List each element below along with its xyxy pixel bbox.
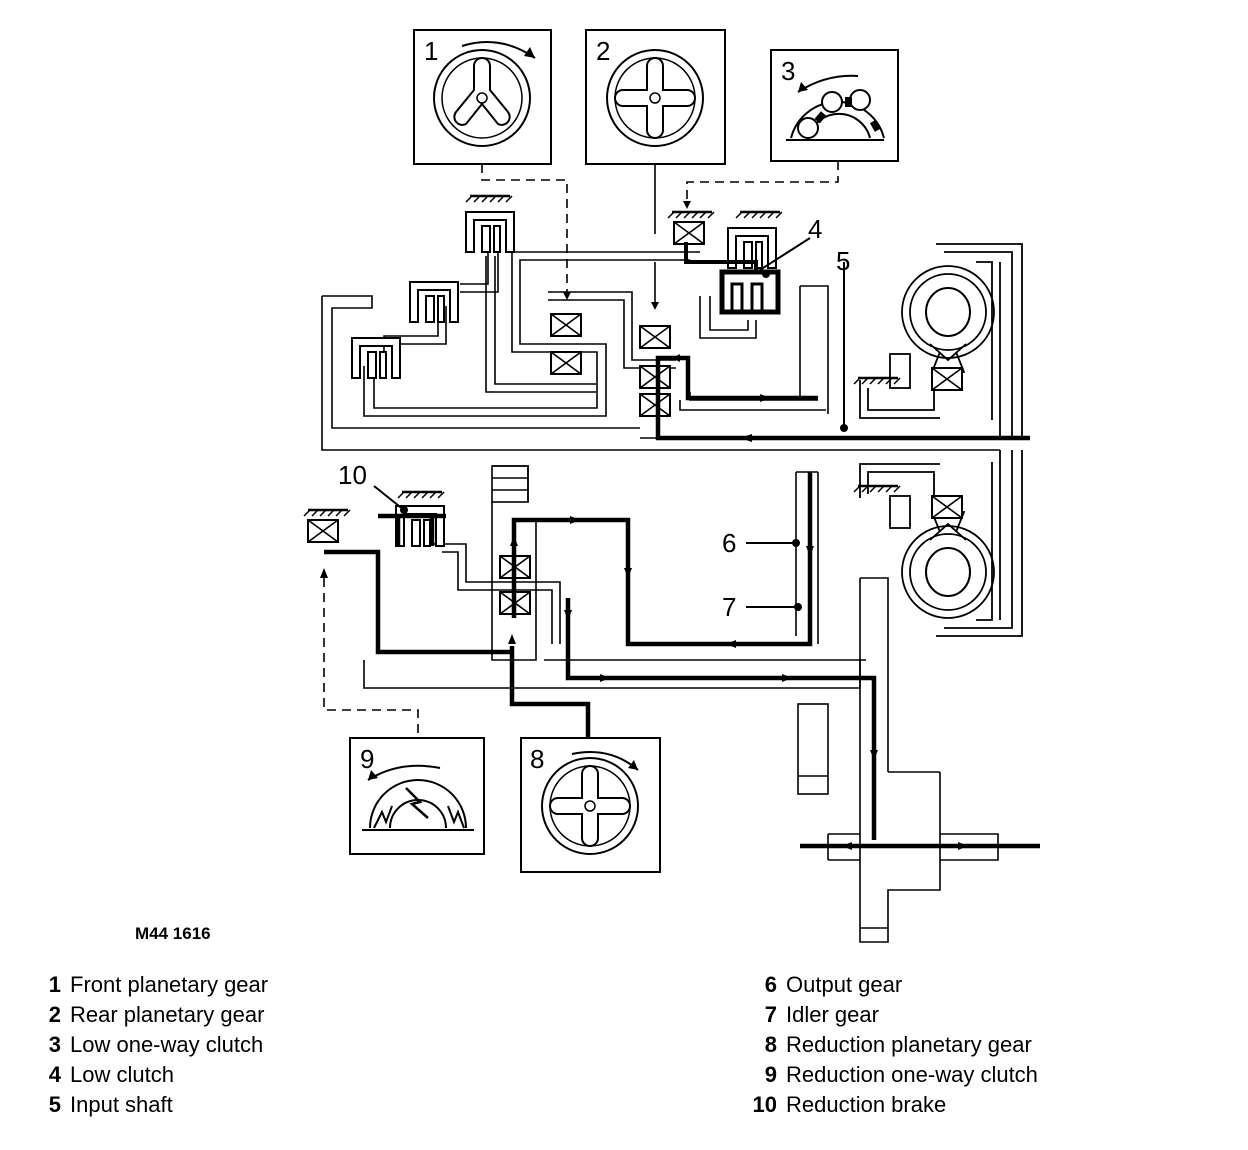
inset-reduction-planetary xyxy=(520,737,661,873)
legend-label: Idler gear xyxy=(786,1002,879,1027)
callout-8: 8 xyxy=(530,744,544,774)
figure-id: M44 1616 xyxy=(135,924,211,943)
legend-number: 10 xyxy=(752,1092,777,1117)
legend-item: 3 Low one-way clutch xyxy=(33,1030,268,1060)
inset-reduction-one-way-clutch xyxy=(349,737,485,855)
legend-label: Output gear xyxy=(786,972,903,997)
legend-label: Reduction brake xyxy=(786,1092,947,1117)
legend-item: 9 Reduction one-way clutch xyxy=(735,1060,1038,1090)
legend-number: 2 xyxy=(48,1002,61,1027)
legend-number: 3 xyxy=(48,1032,61,1057)
legend-label: Low clutch xyxy=(70,1062,174,1087)
legend-item: 5 Input shaft xyxy=(33,1090,268,1120)
legend-number: 1 xyxy=(48,972,61,997)
legend-item: 2 Rear planetary gear xyxy=(33,1000,268,1030)
power-flow-diagram: 1 2 3 xyxy=(302,29,1040,943)
callout-3: 3 xyxy=(781,56,795,86)
inset-rear-planetary xyxy=(585,29,726,165)
legend-number: 5 xyxy=(48,1092,61,1117)
callout-6: 6 xyxy=(722,528,736,558)
callout-5: 5 xyxy=(836,246,850,276)
legend-item: 10 Reduction brake xyxy=(735,1090,1038,1120)
legend-label: Low one-way clutch xyxy=(70,1032,264,1057)
callout-10: 10 xyxy=(338,460,367,490)
legend-label: Reduction one-way clutch xyxy=(786,1062,1038,1087)
inset-front-planetary xyxy=(413,29,552,165)
legend-label: Input shaft xyxy=(70,1092,173,1117)
legend-number: 4 xyxy=(48,1062,61,1087)
callout-4: 4 xyxy=(808,214,822,244)
legend-number: 7 xyxy=(764,1002,777,1027)
legend-left: 1 Front planetary gear 2 Rear planetary ge… xyxy=(33,970,268,1120)
lower-gear-train xyxy=(363,465,999,943)
legend-right: 6 Output gear 7 Idler gear 8 Reduction plan… xyxy=(735,970,1038,1120)
callout-1: 1 xyxy=(424,36,438,66)
upper-gear-train xyxy=(321,250,1030,451)
legend-number: 6 xyxy=(764,972,777,997)
legend-item: 8 Reduction planetary gear xyxy=(735,1030,1038,1060)
low-clutch-highlight xyxy=(684,242,781,315)
legend-item: 1 Front planetary gear xyxy=(33,970,268,1000)
legend-item: 7 Idler gear xyxy=(735,1000,1038,1030)
legend-number: 9 xyxy=(764,1062,777,1087)
legend-number: 8 xyxy=(764,1032,777,1057)
callout-9: 9 xyxy=(360,744,374,774)
legend-item: 6 Output gear xyxy=(735,970,1038,1000)
legend-label: Reduction planetary gear xyxy=(786,1032,1032,1057)
callout-2: 2 xyxy=(596,36,610,66)
legend-label: Rear planetary gear xyxy=(70,1002,265,1027)
inset-low-one-way-clutch xyxy=(770,49,899,162)
callout-7: 7 xyxy=(722,592,736,622)
legend-item: 4 Low clutch xyxy=(33,1060,268,1090)
legend-label: Front planetary gear xyxy=(70,972,269,997)
